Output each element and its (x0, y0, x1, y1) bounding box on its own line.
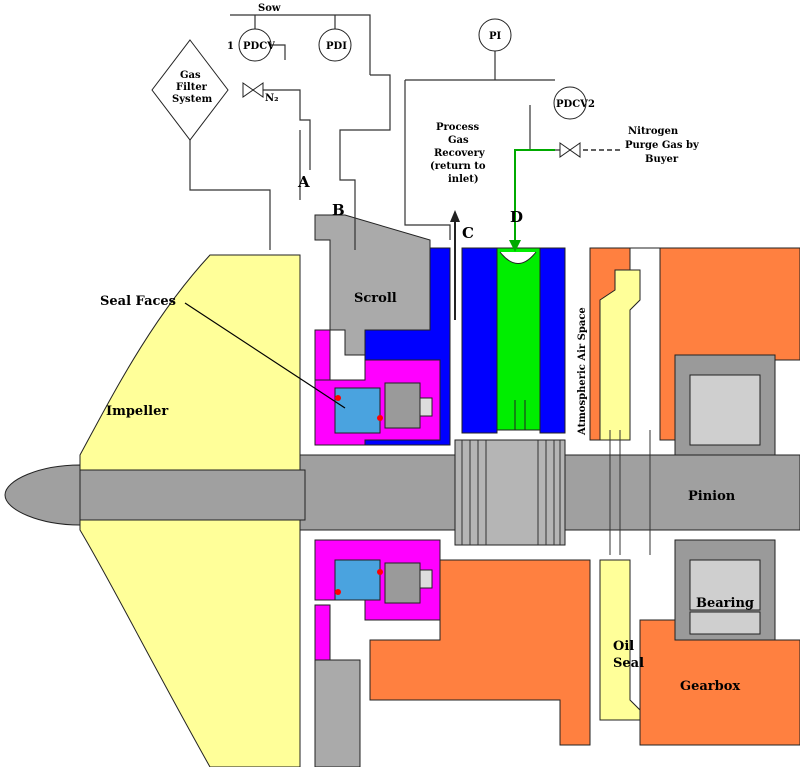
pdi-label: PDI (326, 41, 347, 52)
impeller-label: Impeller (106, 404, 168, 419)
port-b-label: B (332, 201, 345, 219)
port-a-label: A (297, 173, 310, 191)
process-gas-line4: (return to (430, 161, 486, 172)
atmospheric-label: Atmospheric Air Space (577, 307, 588, 436)
gas-filter-line1: Gas (180, 70, 201, 81)
valve-icon (242, 82, 581, 158)
pdcv2-num: 2 (588, 99, 595, 110)
gearbox-label: Gearbox (680, 679, 740, 694)
process-gas-line5: inlet) (448, 174, 479, 185)
bearing-label: Bearing (696, 596, 754, 611)
nitrogen-line (509, 149, 620, 252)
sow-label: Sow (258, 3, 281, 14)
pdcv1-icon (238, 28, 272, 62)
bearing-block (674, 354, 776, 641)
pinion-label: Pinion (688, 489, 736, 504)
n2-label: N₂ (265, 93, 279, 104)
oil-seal-line2: Seal (613, 656, 644, 671)
nitrogen-line1: Nitrogen (628, 126, 679, 137)
pdcv1-num: 1 (227, 41, 234, 52)
scroll-label: Scroll (354, 291, 397, 306)
pdcv2-icon (553, 86, 587, 120)
gas-filter-line3: System (172, 94, 213, 105)
scroll-casing (314, 214, 431, 767)
pdcv1-label: PDCV (243, 41, 275, 52)
shaft (299, 430, 800, 555)
seal-faces (334, 382, 433, 604)
impeller (4, 254, 306, 767)
barrier-seal (496, 247, 541, 431)
port-c-label: C (462, 224, 474, 242)
process-gas-line1: Process (436, 122, 480, 133)
gas-filter-icon (151, 39, 229, 141)
pi-icon (478, 18, 512, 52)
seal-faces-leader (184, 302, 346, 409)
nitrogen-line3: Buyer (645, 154, 679, 165)
nitrogen-line2: Purge Gas by (625, 140, 700, 151)
return-arrow (450, 210, 460, 320)
gas-filter-line2: Filter (176, 82, 208, 93)
port-d-label: D (510, 208, 523, 226)
process-gas-line3: Recovery (434, 148, 486, 159)
seal-faces-label: Seal Faces (100, 294, 176, 309)
oil-seal (599, 269, 641, 721)
pdcv2-label: PDCV (556, 99, 588, 110)
process-gas-line2: Gas (448, 135, 469, 146)
oil-seal-line1: Oil (613, 639, 634, 654)
pdi-icon (318, 28, 352, 62)
pi-label: PI (489, 31, 502, 42)
